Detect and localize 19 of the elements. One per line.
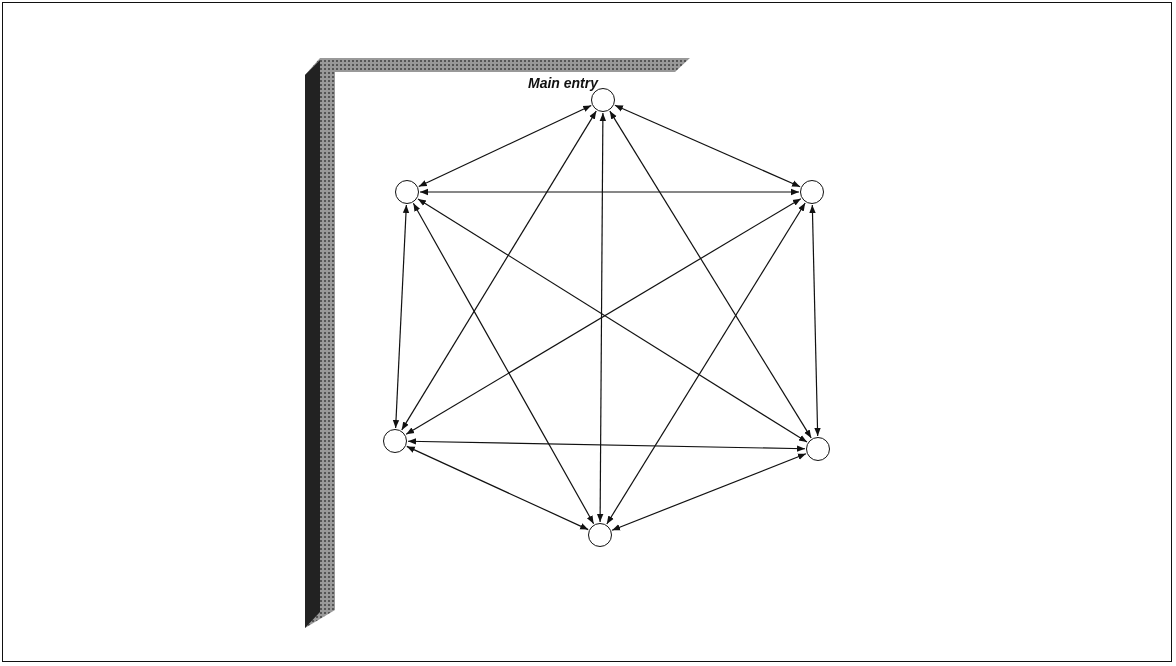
arrow [809,204,821,437]
wall-label: Main entry [528,75,598,91]
arrow [611,453,807,531]
arrow [418,104,592,188]
arrow [401,110,597,431]
arrow [392,204,410,429]
circle-node [395,180,419,204]
arrow [609,110,812,439]
circle-node [806,437,830,461]
arrow [614,104,801,188]
arrow [419,188,800,196]
circle-node [588,523,612,547]
circle-node [383,429,407,453]
arrow [412,202,595,525]
circle-node [800,180,824,204]
arrow [406,445,589,531]
arrow [596,112,607,523]
arrow [606,202,806,525]
arrow [407,438,806,452]
